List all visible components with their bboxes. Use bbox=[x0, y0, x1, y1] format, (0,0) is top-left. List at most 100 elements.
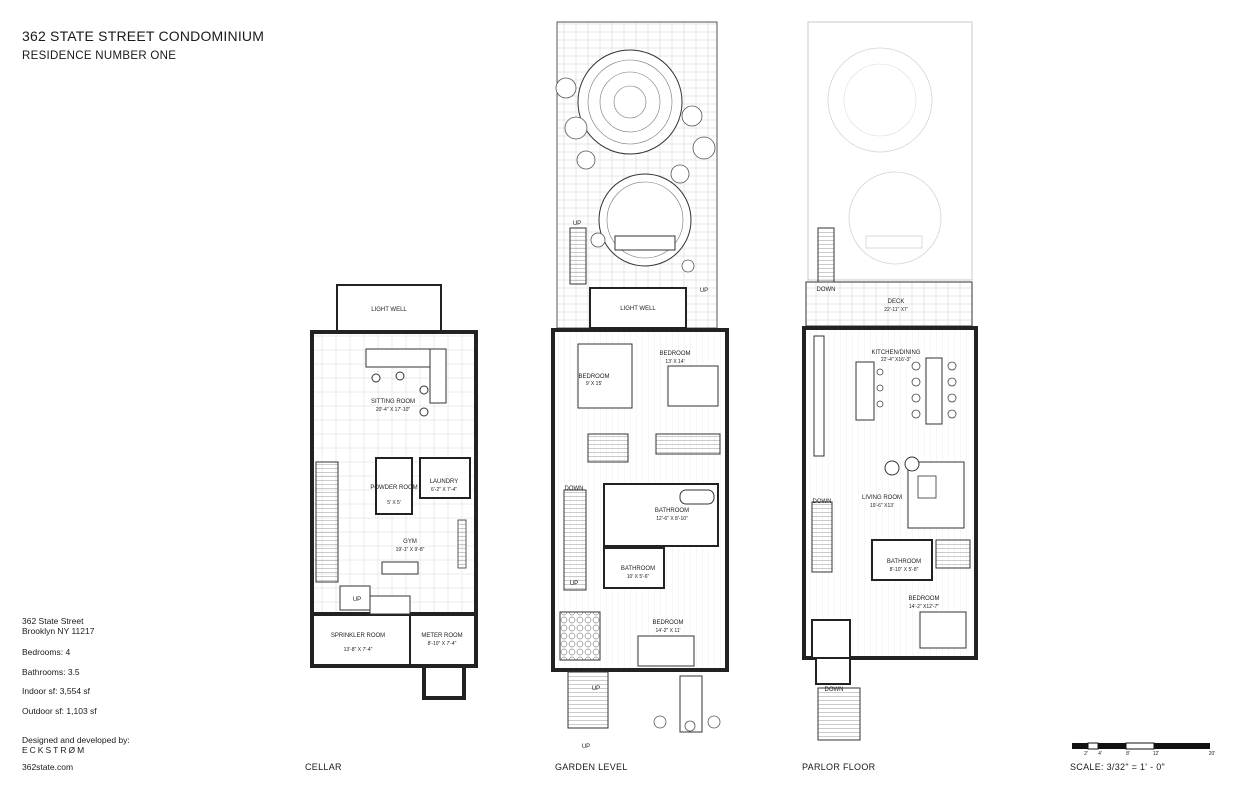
kitchen-counter bbox=[813, 335, 825, 457]
address-line-2: Brooklyn NY 11217 bbox=[22, 626, 95, 636]
drawing-title: 362 STATE STREET CONDOMINIUM bbox=[22, 28, 265, 44]
front-window bbox=[679, 675, 703, 733]
garden-front-steps bbox=[567, 671, 609, 729]
deck-stair bbox=[817, 227, 835, 283]
living-room-label: LIVING ROOM bbox=[862, 495, 902, 501]
bathrooms-count: Bathrooms: 3.5 bbox=[22, 667, 80, 677]
cellar-light-well bbox=[336, 284, 442, 332]
cellar-front-vault bbox=[422, 664, 466, 700]
bathroom-a-dim: 12'-6" X 8'-10" bbox=[656, 516, 688, 522]
laundry-dim: 6'-2" X 7'-4" bbox=[431, 487, 457, 493]
stoop bbox=[817, 687, 861, 741]
deck-label: DECK bbox=[888, 299, 905, 305]
laundry-label: LAUNDRY bbox=[430, 479, 459, 485]
bedroom-c-bed bbox=[637, 635, 695, 667]
scale-bar: 2' 4' 8' 12' 20' bbox=[1072, 742, 1215, 757]
gym-rack bbox=[457, 519, 467, 569]
parlor-floor-plan: DOWN DECK 22'-11" X7' KITCHEN/DINING 22'… bbox=[802, 21, 978, 741]
scale-tick-2: 4' bbox=[1098, 751, 1102, 757]
bedroom-a-dim: 13' X 14' bbox=[665, 359, 684, 365]
closet-b bbox=[587, 433, 629, 463]
front-doors bbox=[815, 657, 851, 685]
website-link[interactable]: 362state.com bbox=[22, 762, 74, 772]
scale-tick-4: 12' bbox=[1153, 751, 1160, 757]
parlor-bedroom-dim: 14'-2" X12'-7" bbox=[909, 604, 939, 610]
gym-label: GYM bbox=[403, 539, 417, 545]
garden-down-label: DOWN bbox=[565, 486, 584, 492]
parlor-bathroom-dim: 8'-10" X 5'-8" bbox=[890, 567, 919, 573]
bathroom-b-label: BATHROOM bbox=[621, 566, 655, 572]
bedrooms-count: Bedrooms: 4 bbox=[22, 647, 71, 657]
indoor-area: Indoor sf: 3,554 sf bbox=[22, 686, 91, 696]
drawing-subtitle: RESIDENCE NUMBER ONE bbox=[22, 50, 177, 62]
garden-plantings bbox=[555, 77, 716, 273]
garden-up-street-label: UP bbox=[582, 744, 590, 750]
garden-interior-stair bbox=[563, 489, 587, 591]
cellar-front-rooms bbox=[310, 612, 478, 668]
sprinkler-room-label: SPRINKLER ROOM bbox=[331, 633, 385, 639]
developer-name: ECKSTRØM bbox=[22, 745, 87, 755]
coffee-table bbox=[917, 475, 937, 499]
meter-room-label: METER ROOM bbox=[421, 633, 462, 639]
garden-dining-table bbox=[614, 235, 676, 251]
bathtub bbox=[679, 489, 715, 505]
scale-text: SCALE: 3/32" = 1' - 0" bbox=[1070, 762, 1166, 772]
cellar-label: CELLAR bbox=[305, 762, 342, 772]
gym-equipment bbox=[381, 561, 419, 575]
bedroom-a-bed bbox=[667, 365, 719, 407]
laundry-room bbox=[419, 457, 471, 499]
kitchen-dim: 22'-4" X16'-3" bbox=[881, 357, 911, 363]
cellar-up-label: UP bbox=[353, 597, 361, 603]
garden-below-outline bbox=[807, 21, 973, 281]
deck bbox=[805, 281, 973, 327]
parlor-floor-label: PARLOR FLOOR bbox=[802, 762, 876, 772]
designed-by-label: Designed and developed by: bbox=[22, 735, 130, 745]
bedroom-c-label: BEDROOM bbox=[652, 620, 683, 626]
bedroom-b-dim: 9' X 15' bbox=[586, 381, 602, 387]
garden-up-stair-label: UP bbox=[573, 221, 581, 227]
tile-floor bbox=[559, 611, 601, 661]
deck-down-label: DOWN bbox=[817, 287, 836, 293]
parlor-bedroom-bed bbox=[919, 611, 967, 649]
bathroom-a-label: BATHROOM bbox=[655, 508, 689, 514]
bathroom-b-dim: 10' X 5'-6" bbox=[627, 574, 650, 580]
dining-table bbox=[925, 357, 943, 425]
kitchen-label: KITCHEN/DINING bbox=[871, 350, 920, 356]
meter-room-dim: 8'-10" X 7'-4" bbox=[428, 641, 457, 647]
parlor-closet bbox=[935, 539, 971, 569]
dining-patio bbox=[598, 173, 692, 267]
scale-tick-1: 2' bbox=[1084, 751, 1088, 757]
outdoor-area: Outdoor sf: 1,103 sf bbox=[22, 706, 97, 716]
parlor-down-label: DOWN bbox=[813, 499, 832, 505]
garden-up-front-label: UP bbox=[592, 686, 600, 692]
bedroom-b-bed bbox=[577, 343, 633, 409]
address-line-1: 362 State Street bbox=[22, 616, 84, 626]
scale-tick-3: 8' bbox=[1126, 751, 1130, 757]
gym-dim: 19'-1" X 9'-8" bbox=[396, 547, 425, 553]
garden-stair bbox=[569, 227, 587, 285]
bedroom-c-dim: 14'-2" X 11' bbox=[656, 628, 681, 634]
cellar-light-well-label: LIGHT WELL bbox=[371, 307, 407, 313]
powder-room-label: POWDER ROOM bbox=[370, 485, 417, 491]
deck-dim: 22'-11" X7' bbox=[884, 307, 908, 313]
powder-room bbox=[375, 457, 413, 515]
sprinkler-room-dim: 13'-8" X 7'-4" bbox=[344, 647, 373, 653]
parlor-bedroom-label: BEDROOM bbox=[908, 596, 939, 602]
garden-up-gate-label: UP bbox=[700, 288, 708, 294]
bedroom-b-label: BEDROOM bbox=[578, 374, 609, 380]
living-room-dim: 19'-6" X13' bbox=[870, 503, 894, 509]
sitting-room-label: SITTING ROOM bbox=[371, 399, 415, 405]
circular-patio bbox=[577, 49, 683, 155]
garden-level-label: GARDEN LEVEL bbox=[555, 762, 628, 772]
bathroom-b bbox=[603, 547, 665, 589]
parlor-bathroom bbox=[871, 539, 933, 581]
garden-up-lower-label: UP bbox=[570, 581, 578, 587]
bedroom-a-label: BEDROOM bbox=[659, 351, 690, 357]
cellar-stair bbox=[315, 461, 339, 583]
garden-level-plan: UP UP LIGHT WELL BEDROOM 13' X 14' BEDRO… bbox=[551, 21, 729, 750]
stoop-down-label: DOWN bbox=[825, 687, 844, 693]
vestibule bbox=[811, 619, 851, 659]
garden-light-well-label: LIGHT WELL bbox=[620, 306, 656, 312]
closet-a bbox=[655, 433, 721, 455]
